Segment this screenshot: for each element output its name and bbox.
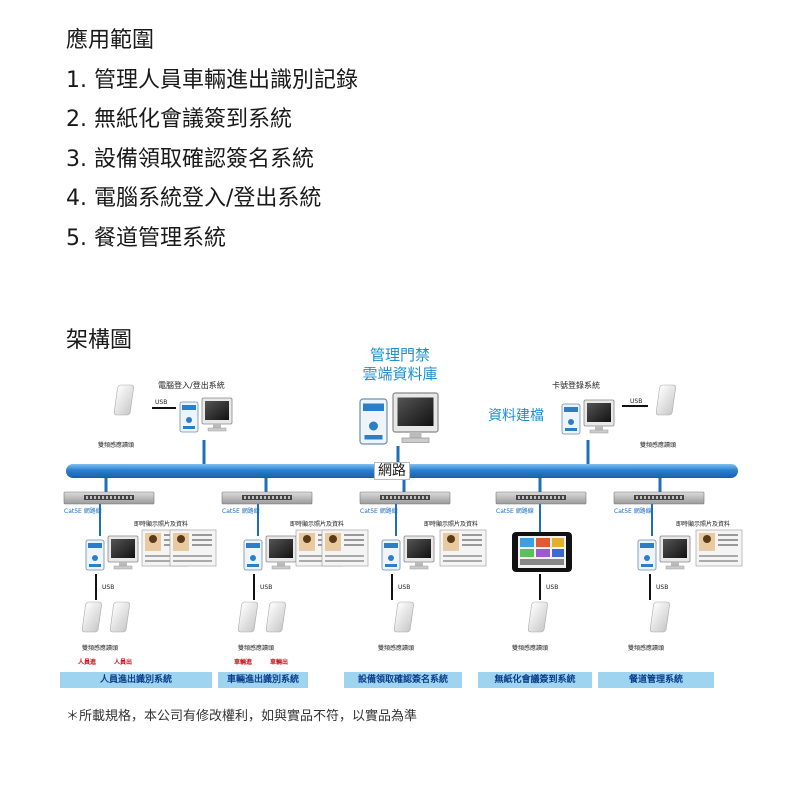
application-item-4: 4. 電腦系統登入/登出系統 — [66, 186, 322, 211]
architecture-heading: 架構圖 — [66, 328, 133, 353]
cloud-server — [359, 392, 439, 445]
top-left-reader — [113, 384, 135, 416]
photo-label-2: 即時顯示照片及資料 — [290, 521, 345, 528]
cat5-label-3: Cat5E 網路線 — [360, 508, 398, 515]
reader-label-3: 雙頻感應讀頭 — [378, 645, 415, 652]
branch2-in-label: 車輛進 — [234, 659, 253, 666]
system-label-5: 餐道管理系統 — [598, 672, 714, 688]
top-left-pc — [179, 397, 233, 433]
top-right-usb: USB — [630, 398, 643, 405]
network-label: 網路 — [374, 462, 410, 480]
cat5-label-5: Cat5E 網路線 — [614, 508, 652, 515]
footnote: ＊所載規格，本公司有修改權利，如與實品不符，以實品為準 — [66, 709, 418, 724]
usb-label-2: USB — [260, 584, 273, 591]
top-right-pc — [561, 399, 615, 435]
photo-label-3: 即時顯示照片及資料 — [424, 521, 479, 528]
switch-2 — [221, 491, 313, 505]
cat5-label-1: Cat5E 網路線 — [64, 508, 102, 515]
cat5-label-4: Cat5E 網路線 — [496, 508, 534, 515]
application-heading: 應用範圍 — [66, 28, 155, 53]
branch2-out-label: 車輛出 — [270, 659, 289, 666]
application-item-3: 3. 設備領取確認簽名系統 — [66, 147, 314, 172]
top-right-label: 卡號登錄系統 — [552, 381, 600, 390]
cloud-title-1: 管理門禁 — [369, 346, 430, 364]
top-left-usb: USB — [155, 399, 168, 406]
usb-label-4: USB — [546, 584, 559, 591]
usb-label-3: USB — [398, 584, 411, 591]
application-item-5: 5. 餐道管理系統 — [66, 226, 226, 251]
branch1-pc — [85, 535, 139, 571]
branch4-tablet — [512, 532, 572, 572]
branch2-pc — [243, 535, 297, 571]
application-item-1: 1. 管理人員車輛進出識別記錄 — [66, 68, 358, 93]
switch-3 — [359, 491, 451, 505]
reader-label-4: 雙頻感應讀頭 — [512, 645, 549, 652]
reader-label-5: 雙頻感應讀頭 — [628, 645, 665, 652]
application-item-2: 2. 無紙化會議簽到系統 — [66, 107, 292, 132]
branch1-in-label: 人員進 — [78, 659, 97, 666]
usb-label-5: USB — [656, 584, 669, 591]
switch-1 — [63, 491, 155, 505]
reader-label-2: 雙頻感應讀頭 — [238, 645, 275, 652]
system-label-4: 無紙化會議簽到系統 — [478, 672, 592, 688]
top-left-label: 電腦登入/登出系統 — [158, 381, 225, 390]
switch-5 — [613, 491, 705, 505]
top-right-reader — [655, 384, 677, 416]
cloud-title-2: 雲端資料庫 — [362, 365, 438, 383]
cat5-label-2: Cat5E 網路線 — [222, 508, 260, 515]
top-right-archive: 資料建檔 — [488, 408, 544, 424]
branch3-pc — [381, 535, 435, 571]
system-label-1: 人員進出識別系統 — [60, 672, 212, 688]
system-label-2: 車輛進出識別系統 — [218, 672, 308, 688]
usb-label-1: USB — [102, 584, 115, 591]
top-right-reader-label: 雙頻感應讀頭 — [640, 442, 677, 449]
photo-label-5: 即時顯示照片及資料 — [676, 521, 731, 528]
top-left-reader-label: 雙頻感應讀頭 — [98, 442, 135, 449]
switch-4 — [495, 491, 587, 505]
system-label-3: 設備領取確認簽名系統 — [344, 672, 462, 688]
photo-label-1: 即時顯示照片及資料 — [134, 521, 189, 528]
branch1-out-label: 人員出 — [114, 659, 133, 666]
reader-label-1: 雙頻感應讀頭 — [82, 645, 119, 652]
branch5-pc — [637, 535, 691, 571]
